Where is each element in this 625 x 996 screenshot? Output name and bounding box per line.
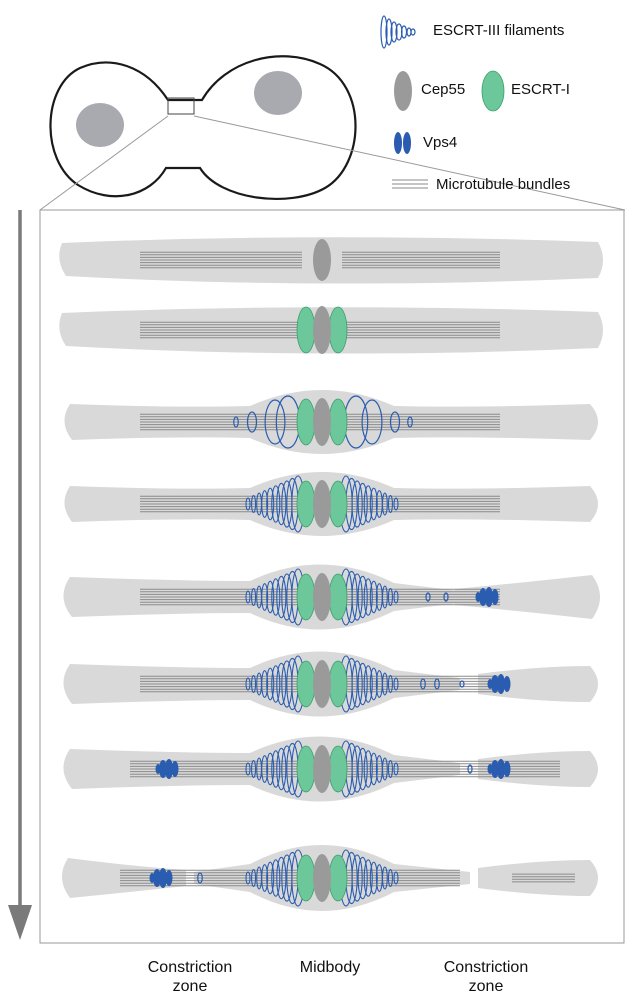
escrt1-legend-label: ESCRT-I — [511, 81, 570, 98]
microtubule-bundle — [342, 414, 500, 430]
bridge-membrane-right — [478, 860, 598, 896]
stage-6 — [63, 651, 598, 716]
stage-1 — [59, 237, 603, 283]
microtubule-legend-icon — [392, 180, 428, 188]
stage-7 — [63, 736, 598, 801]
microtubule-bundle — [342, 496, 500, 512]
escrt1-ring — [297, 481, 315, 527]
microtubule-bundle — [140, 676, 302, 692]
microtubule-bundle — [140, 322, 302, 338]
microtubule-bundle — [140, 414, 302, 430]
escrt1-ring — [297, 574, 315, 620]
right-nucleus — [254, 71, 302, 115]
stage-8 — [62, 845, 598, 911]
microtubule-bundle — [140, 589, 302, 605]
vps4-legend-label: Vps4 — [423, 134, 457, 151]
stage-4 — [64, 472, 598, 536]
stage-3 — [64, 390, 598, 454]
cep55-midbody — [313, 239, 331, 281]
escrt1-ring — [297, 855, 315, 901]
escrt1-ring — [297, 399, 315, 445]
microtubule-bundle — [120, 870, 302, 886]
cep55-midbody — [313, 306, 331, 354]
left-nucleus — [76, 103, 124, 147]
cep55-midbody — [313, 854, 331, 902]
vps4-legend-icon — [394, 132, 411, 154]
microtubule-bundle — [342, 870, 460, 886]
microtubules-legend-label: Microtubule bundles — [436, 176, 570, 193]
midbody-label: Midbody — [270, 958, 390, 977]
cep55-midbody — [313, 480, 331, 528]
escrt1-ring — [329, 399, 347, 445]
microtubule-bundle — [342, 252, 500, 268]
cep55-midbody — [313, 745, 331, 793]
cep55-legend-icon — [394, 71, 412, 111]
cep55-midbody — [313, 573, 331, 621]
cep55-midbody — [313, 660, 331, 708]
escrt3-legend-icon — [381, 16, 415, 48]
stage-5 — [63, 564, 600, 629]
cep55-midbody — [313, 398, 331, 446]
escrt1-ring — [329, 481, 347, 527]
microtubule-bundle — [140, 496, 302, 512]
microtubule-bundle — [342, 761, 560, 777]
escrt3-legend-label: ESCRT-III filaments — [433, 22, 564, 39]
stages-group — [59, 237, 603, 911]
time-arrow — [8, 210, 32, 940]
escrt1-legend-icon — [482, 71, 504, 111]
microtubule-bundle — [140, 252, 302, 268]
escrt1-ring — [297, 661, 315, 707]
escrt1-ring — [297, 307, 315, 353]
escrt1-ring — [329, 661, 347, 707]
microtubule-bundle — [342, 322, 500, 338]
escrt1-ring — [329, 746, 347, 792]
stage-2 — [59, 306, 603, 354]
legend — [381, 16, 504, 188]
escrt1-ring — [297, 746, 315, 792]
escrt1-ring — [329, 307, 347, 353]
escrt1-ring — [329, 574, 347, 620]
escrt1-ring — [329, 855, 347, 901]
cep55-legend-label: Cep55 — [421, 81, 465, 98]
